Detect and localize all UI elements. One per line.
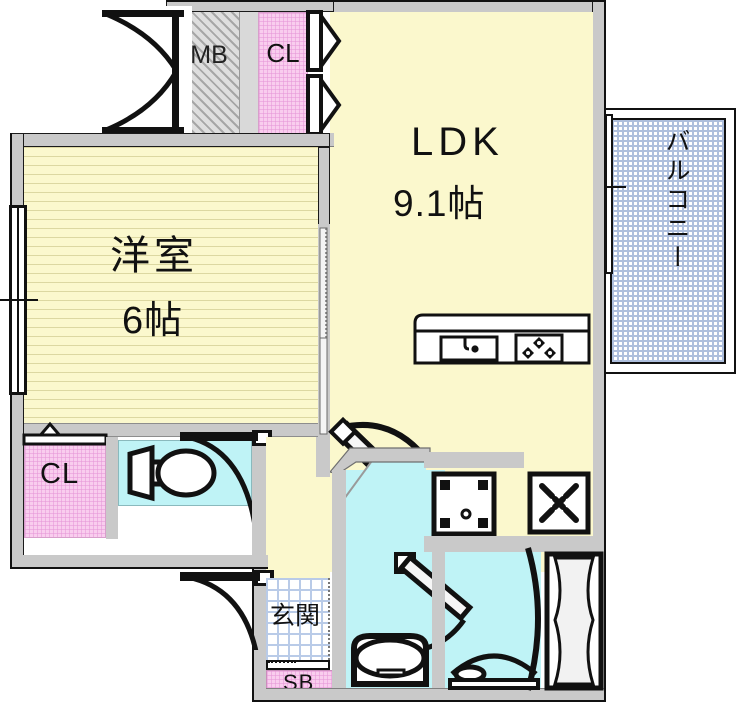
bedroom-floor (24, 147, 320, 423)
closet-top (258, 12, 308, 138)
washing-machine-pan (431, 471, 497, 537)
meter-box-label: MB (190, 41, 228, 69)
outline-left-building (10, 133, 12, 569)
bedroom-top-wall (10, 133, 330, 147)
meter-box-door[interactable] (96, 6, 192, 138)
closet-top-folding-doors[interactable] (305, 9, 353, 140)
genkan-label: 玄関 (270, 602, 321, 630)
kitchen-counter (413, 313, 591, 365)
wash-basin (348, 628, 438, 690)
entrance-door-sill (266, 660, 330, 670)
outline-bottom-building (252, 700, 606, 702)
ldk-size-label: 9.1帖 (393, 183, 486, 224)
bathtub (544, 551, 607, 691)
genkan-floor (266, 578, 330, 660)
entrance-door-sill-dots (268, 661, 296, 663)
building-bottom-wall-left (252, 650, 266, 702)
washroom-chamfer-wall (328, 447, 431, 475)
outline-mid-vertical (252, 567, 254, 702)
closet-bedroom (24, 440, 106, 538)
toilet-fixture (126, 444, 222, 502)
bath-floor-drain (448, 632, 540, 690)
closet-bedroom-label: CL (40, 458, 80, 490)
bedroom-window-open-mark (0, 299, 38, 301)
outline-top-ldk (330, 0, 606, 2)
bath-top-wall (424, 536, 604, 552)
corridor-right-wall (316, 437, 330, 477)
shoe-box (266, 670, 336, 694)
bedroom-label: 洋室 (110, 234, 198, 278)
ventilation-panel-icon (527, 471, 591, 535)
balcony-floor (610, 118, 726, 364)
outline-bottom-left (10, 567, 268, 569)
washroom-bath-divider (432, 552, 445, 688)
balcony-door-mullion (605, 114, 607, 274)
outline-top-left-strip (166, 0, 334, 2)
closet-hanger-rod-icon (22, 418, 110, 446)
ldk-label: LDK (411, 120, 504, 164)
building-left-bottom-wall (10, 555, 268, 569)
mb-cl-divider (240, 12, 258, 138)
washroom-top-wall (424, 452, 524, 468)
outline-right-building (604, 0, 606, 702)
toilet-left-wall (106, 437, 118, 539)
balcony-label: バルコニー (662, 128, 690, 273)
bedroom-ldk-sliding-door[interactable] (318, 224, 330, 438)
closet-top-label: CL (266, 38, 300, 68)
washroom-left-wall (332, 470, 346, 688)
genkan-step-line (328, 578, 330, 660)
building-bottom-wall (252, 688, 606, 702)
bedroom-size-label: 6帖 (122, 300, 184, 342)
